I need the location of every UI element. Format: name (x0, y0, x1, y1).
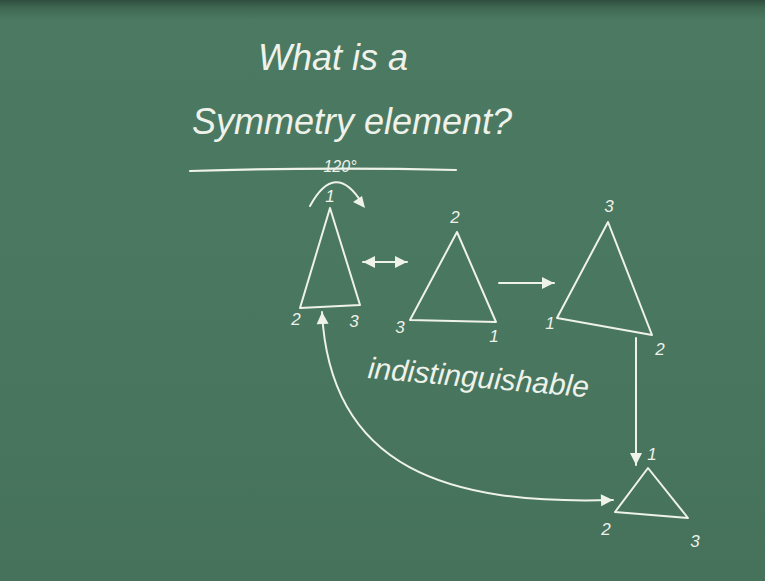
triangle-figure: 312 (557, 222, 652, 335)
arrowhead (317, 312, 329, 324)
vertex-number: 3 (604, 198, 613, 216)
arrow-connector (630, 338, 642, 465)
triangle-shape (300, 208, 360, 308)
title: What is a Symmetry element? (192, 26, 537, 154)
arrow-connector (317, 312, 613, 506)
vertex-number: 1 (647, 446, 656, 464)
rotation-arrowhead (353, 196, 365, 208)
triangle-shape (410, 232, 496, 322)
triangle-outline (557, 222, 652, 335)
triangle-outline (300, 208, 360, 308)
triangle-outline (410, 232, 496, 322)
vertex-number: 3 (395, 319, 404, 337)
arrowhead (601, 494, 613, 506)
angle-label: 120° (323, 157, 356, 176)
vertex-number: 1 (325, 188, 334, 206)
triangle-figure: 123 (300, 208, 360, 308)
triangle-figure: 123 (615, 468, 688, 518)
arrow-connector (499, 277, 554, 289)
vertex-number: 2 (291, 311, 300, 329)
arrowhead (363, 256, 375, 268)
arrow-connector (363, 256, 407, 268)
triangle-outline (615, 468, 688, 518)
triangle-shape (615, 468, 688, 518)
arrowhead (395, 256, 407, 268)
vertex-number: 3 (690, 533, 699, 551)
triangle-shape (557, 222, 652, 335)
connector-line (635, 338, 637, 465)
vertex-number: 2 (450, 209, 459, 227)
vertex-number: 1 (489, 328, 498, 346)
vertex-number: 1 (545, 315, 554, 333)
vertex-number: 2 (655, 341, 664, 359)
triangle-figure: 231 (410, 232, 496, 322)
arrowhead (630, 453, 642, 465)
vertex-number: 3 (349, 313, 358, 331)
arrowhead (542, 277, 554, 289)
title-underline (190, 169, 456, 171)
connector-line (322, 312, 613, 500)
vertex-number: 2 (601, 521, 610, 539)
